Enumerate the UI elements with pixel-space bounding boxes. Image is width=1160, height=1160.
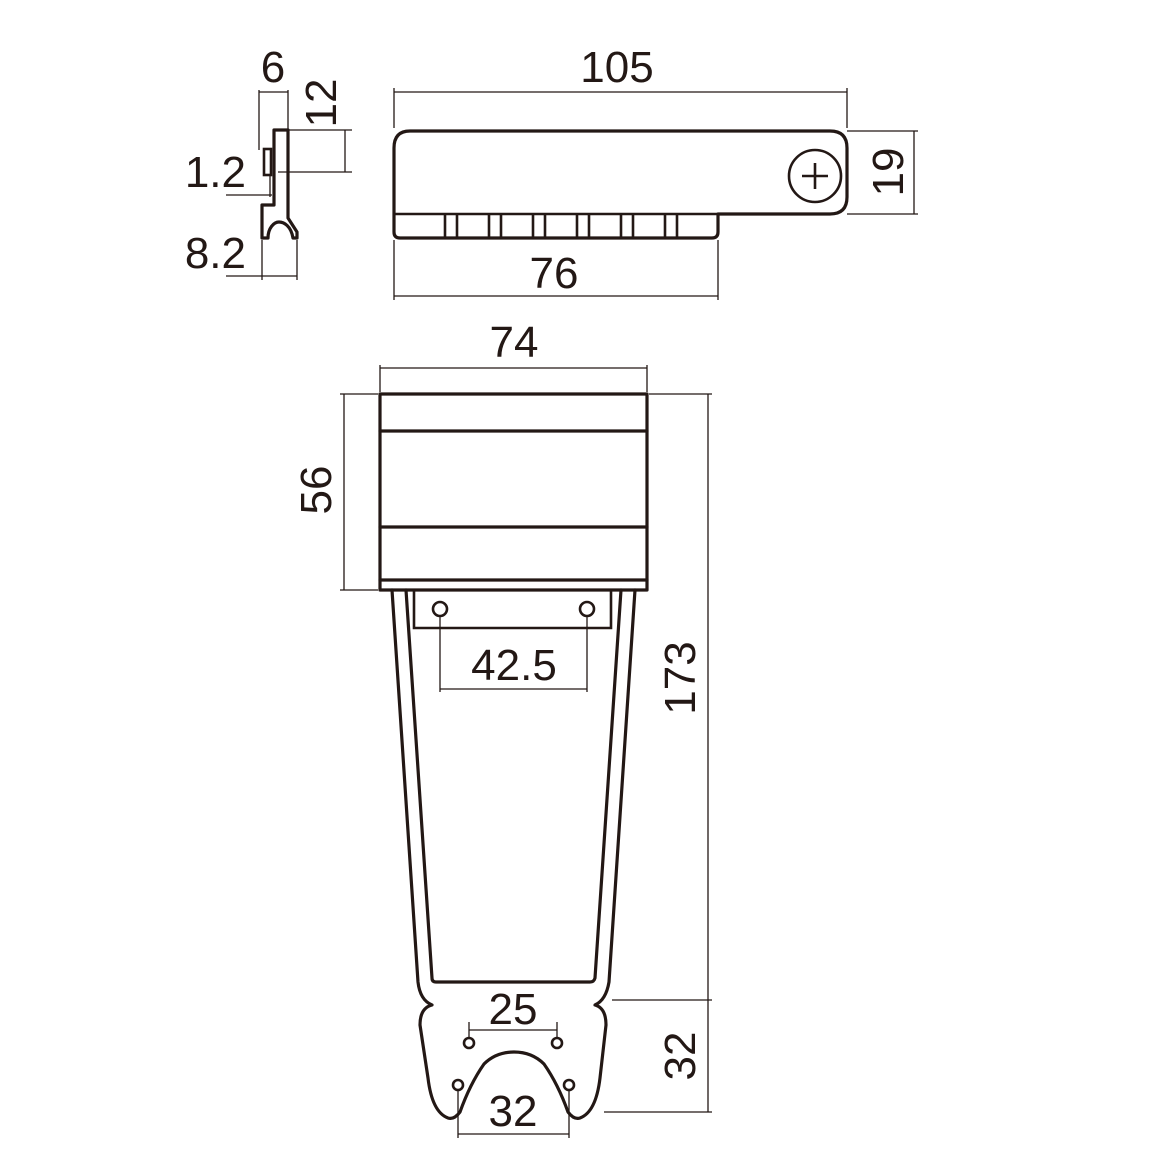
tail-hole-lower-left <box>451 1078 465 1092</box>
dim-tail-hole-spacing-label: 25 <box>489 985 538 1034</box>
screw-icon <box>787 148 843 204</box>
dim-bridge-height-label: 19 <box>864 148 913 197</box>
head-plate <box>378 392 649 592</box>
mount-hole-left <box>431 600 449 618</box>
bridge-side-view: 105 19 76 <box>392 43 918 300</box>
side-profile-outline <box>260 128 299 240</box>
tailpiece-top-view: 74 56 42.5 173 32 25 32 <box>292 318 712 1138</box>
dim-plate-depth-label: 56 <box>292 466 341 515</box>
dim-tail-slot-width-label: 32 <box>489 1087 538 1136</box>
dim-total-length-label: 173 <box>656 641 705 714</box>
frame-inner-outline <box>404 588 623 984</box>
dim-side-hook-label: 8.2 <box>185 229 246 278</box>
dim-side-plate-label: 1.2 <box>185 148 246 197</box>
side-profile-plate <box>262 147 273 177</box>
bridge-string-slots <box>443 214 679 238</box>
tail-hole-lower-right <box>562 1078 576 1092</box>
frame-outline <box>390 588 637 1120</box>
dim-side-slot-depth-label: 12 <box>297 79 346 128</box>
tail-hole-upper-right <box>550 1036 564 1050</box>
tail-hole-upper-left <box>462 1036 476 1050</box>
dim-side-thickness-label: 6 <box>261 43 285 92</box>
dim-bridge-length-label: 105 <box>580 43 653 92</box>
dim-tail-length-label: 32 <box>656 1032 705 1081</box>
mount-bracket <box>412 590 613 630</box>
dim-bridge-slot-span-label: 76 <box>530 249 579 298</box>
mount-hole-right <box>578 600 596 618</box>
dim-mount-hole-spacing-label: 42.5 <box>471 641 557 690</box>
dim-plate-width-label: 74 <box>490 318 539 367</box>
side-profile-view: 6 12 1.2 8.2 <box>185 43 352 280</box>
bridge-body-outline <box>392 129 849 240</box>
